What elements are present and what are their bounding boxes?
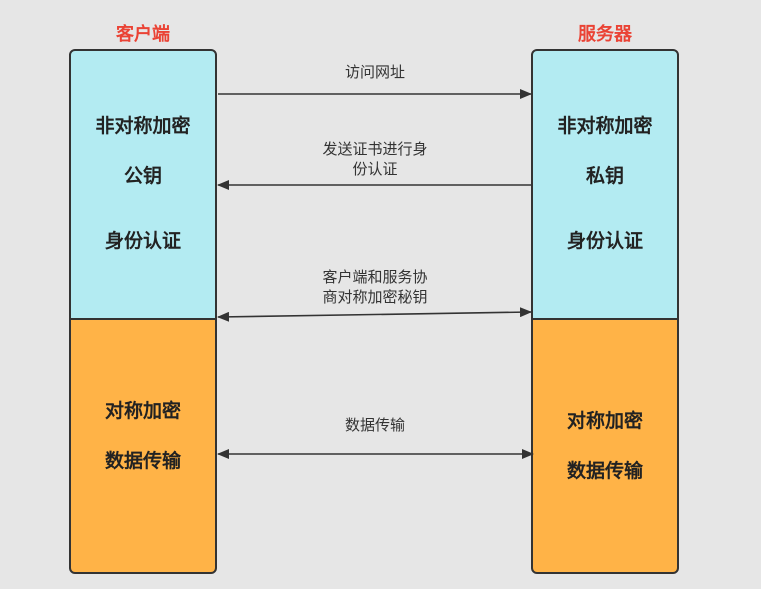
message-visit-url-line-1: 访问网址 — [344, 63, 405, 81]
message-send-certificate-line-2: 份认证 — [352, 160, 398, 178]
server-asymmetric-box: 非对称加密 私钥 身份认证 — [531, 49, 679, 320]
server-symmetric-label: 对称加密 — [566, 410, 643, 432]
server-private-key-label: 私钥 — [585, 165, 624, 187]
client-public-key-label: 公钥 — [123, 165, 162, 187]
client-symmetric-box: 对称加密 数据传输 — [69, 318, 217, 574]
message-data-transfer-line-1: 数据传输 — [344, 416, 405, 434]
message-negotiate-key-line-2: 商对称加密秘钥 — [322, 288, 428, 306]
arrow-negotiate-key — [217, 307, 532, 322]
server-data-transfer-label: 数据传输 — [566, 460, 643, 482]
message-visit-url: 访问网址 — [300, 62, 450, 82]
message-negotiate-key-line-1: 客户端和服务协 — [322, 268, 428, 286]
message-send-certificate: 发送证书进行身 份认证 — [300, 139, 450, 179]
client-data-transfer-label: 数据传输 — [104, 450, 181, 472]
server-auth-label: 身份认证 — [566, 230, 643, 252]
client-symmetric-label: 对称加密 — [104, 400, 181, 422]
client-title: 客户端 — [116, 24, 170, 45]
server-asymmetric-label: 非对称加密 — [557, 115, 653, 137]
client-auth-label: 身份认证 — [104, 230, 181, 252]
message-negotiate-key: 客户端和服务协 商对称加密秘钥 — [300, 267, 450, 307]
client-asymmetric-label: 非对称加密 — [95, 115, 191, 137]
message-send-certificate-line-1: 发送证书进行身 — [322, 140, 428, 158]
message-data-transfer: 数据传输 — [300, 415, 450, 435]
client-asymmetric-box: 非对称加密 公钥 身份认证 — [69, 49, 217, 320]
server-title: 服务器 — [578, 24, 632, 45]
server-symmetric-box: 对称加密 数据传输 — [531, 318, 679, 574]
